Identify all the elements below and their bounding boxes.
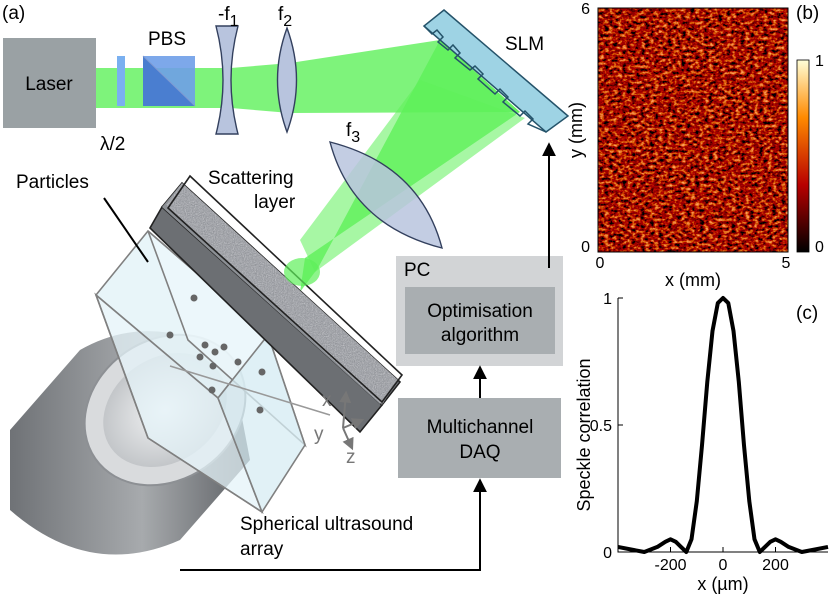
chart-ytick-label: 0.5 — [590, 418, 612, 435]
panel-label-a: (a) — [2, 3, 25, 24]
chart-xtick-label: -200 — [654, 557, 686, 574]
chart-ytick-label: 1 — [603, 291, 612, 308]
speckle-map — [597, 7, 789, 253]
half-wave-plate — [117, 56, 125, 106]
colorbar — [796, 59, 810, 253]
chart-ylabel: Speckle correlation — [574, 358, 594, 511]
laser-box — [3, 38, 96, 128]
correlation-chart: Speckle correlation x (µm) 0 0.5 1 -200 0 200 — [574, 291, 829, 594]
speckle-ylabel: y (mm) — [566, 102, 586, 158]
pbs-cube — [142, 55, 196, 107]
colorbar-tick-bottom: 0 — [815, 239, 824, 256]
speckle-ytick-bottom: 0 — [581, 239, 590, 256]
lens-f1-label: -f1 — [218, 4, 239, 30]
particles-pointer — [103, 197, 149, 263]
speckle-xtick-left: 0 — [596, 255, 605, 272]
ultrasound-label-2: array — [240, 539, 284, 560]
colorbar-tick-top: 1 — [815, 53, 824, 70]
daq-label-2: DAQ — [459, 442, 500, 463]
particles — [166, 294, 266, 414]
scattering-layer-label-1: Scattering — [208, 168, 294, 189]
particle-cube — [94, 229, 331, 515]
axis-y-label: y — [314, 424, 324, 445]
lens-f3-label: f3 — [346, 120, 360, 146]
beam-spot — [284, 258, 320, 286]
slm-label: SLM — [505, 34, 544, 55]
chart-xtick-label: 0 — [719, 557, 728, 574]
laser-beam — [96, 40, 525, 292]
lens-f2-label: f2 — [278, 4, 292, 30]
panel-label-c: (c) — [796, 303, 818, 324]
chart-ytick-label: 0 — [603, 545, 612, 562]
chart-frame — [618, 298, 828, 552]
half-wave-label: λ/2 — [100, 134, 125, 155]
correlation-series-line — [617, 296, 829, 554]
daq-box — [398, 398, 561, 478]
scattering-layer — [148, 174, 404, 434]
slm — [422, 9, 570, 133]
scattering-layer-label-2: layer — [254, 192, 296, 213]
speckle-xlabel: x (mm) — [665, 270, 721, 290]
optimisation-label-1: Optimisation — [427, 301, 533, 322]
axis-x-label: x — [322, 390, 332, 411]
lens-f3 — [329, 141, 443, 249]
chart-xtick-label: 200 — [762, 557, 789, 574]
pbs-label: PBS — [148, 29, 186, 50]
axis-z-label: z — [346, 447, 356, 468]
optimisation-box — [405, 287, 555, 354]
daq-label-1: Multichannel — [427, 417, 534, 438]
optimisation-label-2: algorithm — [441, 325, 519, 346]
pc-label: PC — [404, 260, 430, 281]
coordinate-axes — [339, 390, 365, 451]
chart-xlabel: x (µm) — [697, 574, 748, 594]
lens-f2 — [276, 25, 298, 135]
signal-arrows — [180, 142, 556, 571]
speckle-ytick-top: 6 — [581, 1, 590, 18]
panel-label-b: (b) — [796, 3, 819, 24]
ultrasound-label-1: Spherical ultrasound — [240, 514, 413, 535]
laser-label: Laser — [25, 74, 73, 95]
chart-axes — [617, 298, 828, 553]
speckle-xtick-right: 5 — [782, 255, 791, 272]
lens-f1 — [215, 25, 239, 135]
particles-label: Particles — [16, 172, 89, 193]
